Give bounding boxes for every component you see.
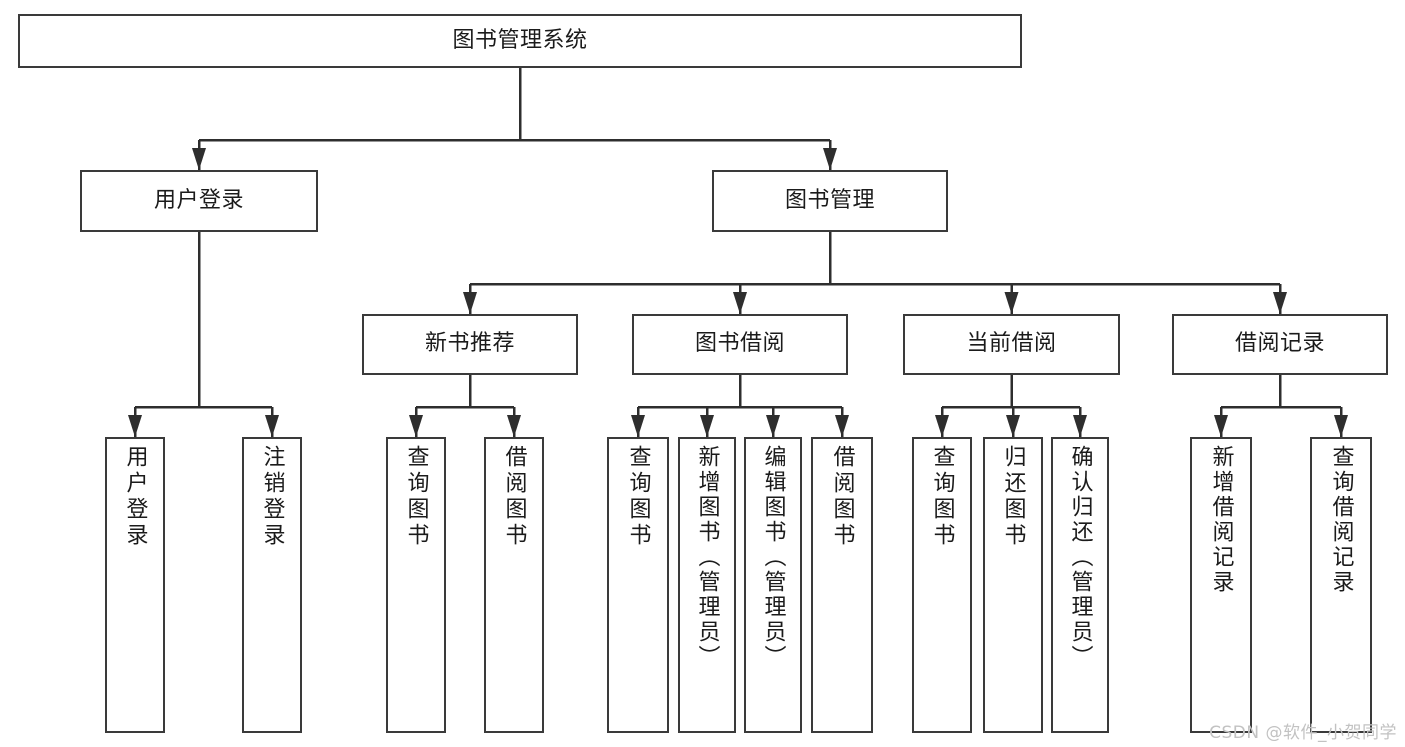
node-leaf-cu-rt[interactable]: 归还图书 [983,437,1043,733]
node-label: 确认归还（管理员） [1067,445,1093,670]
node-label: 借阅图书 [501,445,527,549]
node-label: 新书推荐 [424,331,515,357]
node-leaf-rc-add[interactable]: 新增借阅记录 [1190,437,1252,733]
node-label: 借阅记录 [1234,331,1325,357]
node-label: 查询借阅记录 [1328,445,1354,595]
node-leaf-nb-b[interactable]: 借阅图书 [484,437,544,733]
node-label: 归还图书 [1000,445,1026,549]
node-bookmgmt[interactable]: 图书管理 [712,170,948,232]
node-leaf-br-bw[interactable]: 借阅图书 [811,437,873,733]
node-leaf-rc-q[interactable]: 查询借阅记录 [1310,437,1372,733]
node-label: 编辑图书（管理员） [760,445,786,670]
node-label: 用户登录 [122,445,148,549]
node-label: 图书借阅 [694,331,785,357]
node-leaf-nb-q[interactable]: 查询图书 [386,437,446,733]
node-label: 新增借阅记录 [1208,445,1234,595]
node-leaf-login[interactable]: 用户登录 [105,437,165,733]
node-records[interactable]: 借阅记录 [1172,314,1388,375]
node-leaf-cu-q[interactable]: 查询图书 [912,437,972,733]
node-leaf-br-add[interactable]: 新增图书（管理员） [678,437,736,733]
node-leaf-cu-cf[interactable]: 确认归还（管理员） [1051,437,1109,733]
node-label: 图书管理 [784,187,875,213]
node-label: 图书管理系统 [452,27,588,53]
node-label: 查询图书 [403,445,429,549]
node-label: 查询图书 [929,445,955,549]
node-root[interactable]: 图书管理系统 [18,14,1022,68]
node-label: 查询图书 [625,445,651,549]
node-current[interactable]: 当前借阅 [903,314,1120,375]
node-label: 借阅图书 [829,445,855,549]
node-borrow[interactable]: 图书借阅 [632,314,848,375]
node-label: 注销登录 [259,445,285,549]
node-leaf-logout[interactable]: 注销登录 [242,437,302,733]
node-newbook[interactable]: 新书推荐 [362,314,578,375]
node-leaf-br-ed[interactable]: 编辑图书（管理员） [744,437,802,733]
node-label: 新增图书（管理员） [694,445,720,670]
csdn-watermark: CSDN @软件_小贺同学 [1209,723,1397,743]
node-label: 当前借阅 [966,331,1057,357]
node-label: 用户登录 [153,187,244,213]
node-login[interactable]: 用户登录 [80,170,318,232]
node-leaf-br-q[interactable]: 查询图书 [607,437,669,733]
